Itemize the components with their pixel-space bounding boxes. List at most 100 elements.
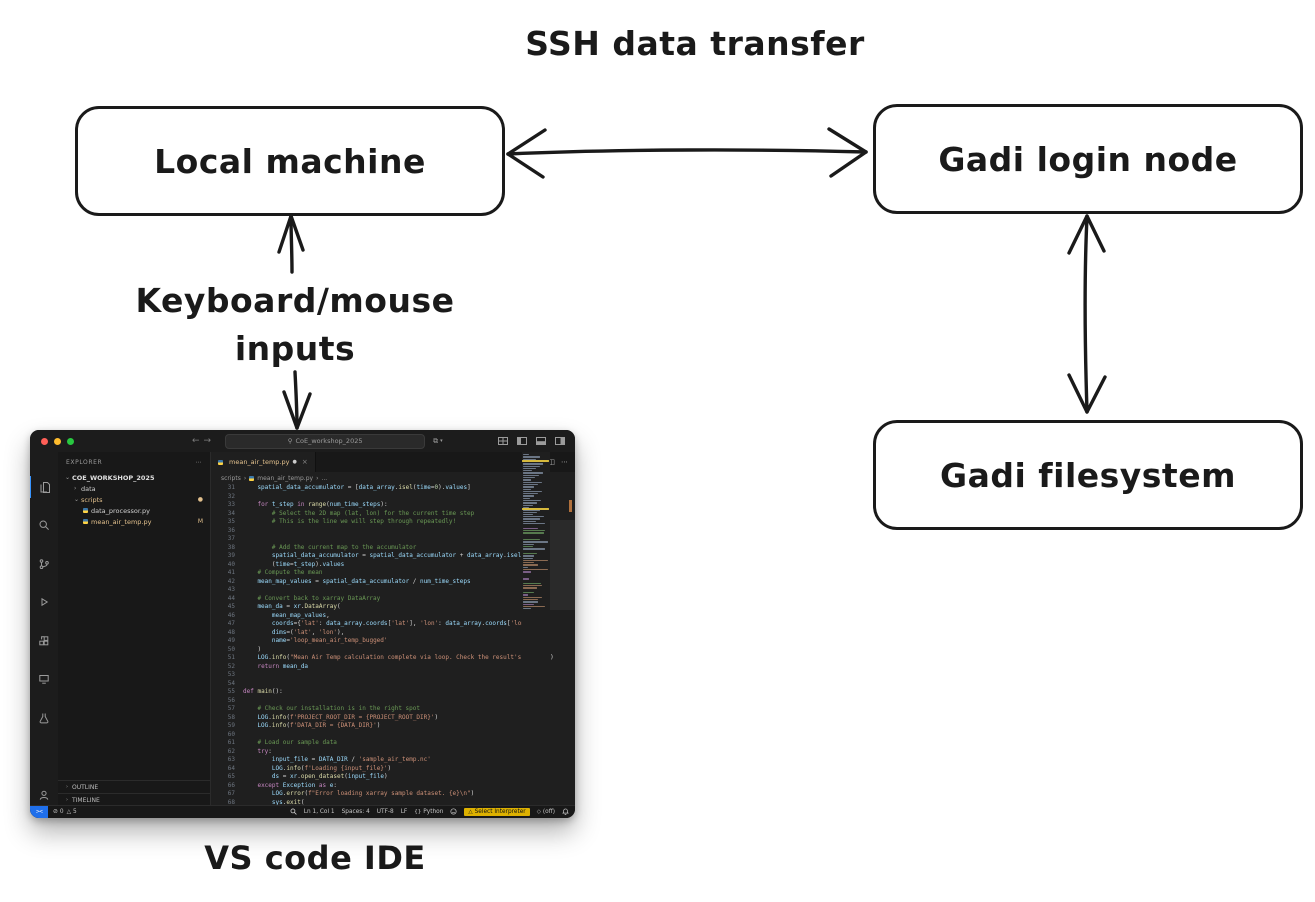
problems-errors[interactable]: ⊘ 0 [53,809,64,815]
python-file-icon [218,459,223,465]
remote-explorer-icon[interactable] [30,668,58,690]
tab-mean-air-temp[interactable]: mean_air_temp.py ● × [211,452,316,472]
editor-area[interactable]: mean_air_temp.py ● × ▷▾ ◫ ⋯ scripts›mean… [211,452,575,806]
status-bell[interactable] [562,808,569,817]
breadcrumb-separator: › [243,474,247,482]
code-line-61: 61 # Load our sample data [227,739,337,746]
tab-bar: mean_air_temp.py ● × ▷▾ ◫ ⋯ [211,452,575,472]
explorer-more-icon[interactable]: ⋯ [195,458,202,466]
code-line-42: 42 mean_map_values = spatial_data_accumu… [227,577,471,585]
problems-warnings[interactable]: △ 5 [66,809,77,815]
node-gadi-filesystem-label: Gadi filesystem [940,455,1236,495]
chevron-icon: › [74,485,77,492]
code-line-31: 31 spatial_data_accumulator = [data_arra… [227,484,471,491]
minimap[interactable] [522,452,575,806]
breadcrumb-item[interactable]: ... [321,474,328,482]
code-line-50: 50 ) [227,645,262,653]
code-line-32: 32 [227,492,235,500]
chevron-icon: ⌄ [74,496,80,503]
arrow-gadi [1083,215,1089,413]
tab-label: mean_air_temp.py [229,458,290,466]
zoom-window-icon[interactable] [67,437,74,445]
search-icon[interactable] [30,514,58,536]
layout-grid-icon[interactable] [497,435,509,447]
warning-icon: △ [66,809,72,815]
breadcrumb-separator: › [316,474,319,482]
code-line-63: 63 input_file = DATA_DIR / 'sample_air_t… [227,756,431,763]
chevron-icon: ⌄ [65,474,71,481]
run-debug-icon[interactable] [30,591,58,613]
copy-icon: ⧉ [433,436,439,445]
status-ln-1-col-1[interactable]: Ln 1, Col 1 [303,809,335,815]
forward-icon[interactable]: → [203,436,216,446]
code-line-51: 51 LOG.info("Mean Air Temp calculation c… [227,654,554,661]
vscode-caption: VS code IDE [204,839,426,877]
explorer-item-data[interactable]: ›data [74,484,96,493]
panel-outline[interactable]: ›OUTLINE [58,780,210,793]
code-line-66: 66 except Exception as e: [227,781,337,789]
back-icon[interactable]: ← [192,436,204,446]
code-line-56: 56 [227,696,235,704]
code-line-47: 47 coords={'lat': data_array.coords['lat… [227,620,540,627]
status-zoom[interactable] [290,808,297,817]
breadcrumb[interactable]: scripts›mean_air_temp.py›... [211,472,575,484]
code-line-60: 60 [227,730,235,738]
explorer-icon[interactable] [30,476,59,498]
split-editor-icon[interactable]: ◫ [548,458,555,466]
status-utf-8[interactable]: UTF-8 [376,809,394,815]
toggle-panel-icon[interactable] [535,435,547,447]
node-gadi-login: Gadi login node [873,104,1303,214]
node-gadi-filesystem: Gadi filesystem [873,420,1303,530]
extensions-icon[interactable] [30,630,58,652]
status-select-interpreter[interactable]: △Select Interpreter [464,808,530,816]
window-controls[interactable] [41,437,74,445]
minimap-slider[interactable] [550,520,575,610]
minimize-window-icon[interactable] [54,437,61,445]
code-line-34: 34 # Select the 2D map (lat, lon) for th… [227,509,475,517]
workspace-name: CoE_workshop_2025 [295,437,363,445]
code-line-59: 59 LOG.info(f'DATA_DIR = {DATA_DIR}') [227,722,381,729]
close-window-icon[interactable] [41,437,48,445]
status-python[interactable]: {}Python [414,809,444,815]
remote-indicator[interactable]: >< [30,806,48,818]
status--off-[interactable]: ◇(off) [536,809,555,815]
status-smiley[interactable] [450,807,457,817]
code-line-62: 62 try: [227,747,272,755]
code-line-45: 45 mean_da = xr.DataArray( [227,603,341,610]
overview-ruler-mark [569,500,572,512]
toggle-secondary-sidebar-icon[interactable] [554,435,566,447]
git-status-badge: ● [197,496,203,503]
layout-dropdown[interactable]: ⧉▾ [433,436,443,445]
status-spaces-4[interactable]: Spaces: 4 [341,809,370,815]
code-line-54: 54 [227,679,235,687]
panel-timeline[interactable]: ›TIMELINE [58,793,210,806]
explorer-item-data-processor-py[interactable]: data_processor.py [58,505,210,516]
explorer-item-coe-workshop-2025[interactable]: ⌄COE_WORKSHOP_2025 [65,473,155,482]
code-line-46: 46 mean_map_values, [227,611,330,619]
keyboard-label-line2: inputs [234,329,356,368]
source-control-icon[interactable] [30,553,58,575]
zoom-icon [290,808,297,817]
code-line-35: 35 # This is the line we will step throu… [227,518,457,525]
toggle-sidebar-icon[interactable] [516,435,528,447]
code-line-53: 53 [227,671,235,678]
code-editor[interactable]: 31 spatial_data_accumulator = [data_arra… [211,484,575,806]
close-tab-icon[interactable]: × [301,458,308,466]
account-icon[interactable] [30,784,58,806]
command-center-search[interactable]: ⚲ CoE_workshop_2025 [225,433,426,449]
arrow-keyboard-up [289,215,294,274]
dirty-indicator-icon: ● [292,459,297,465]
status-lf[interactable]: LF [400,809,408,815]
bell-icon [562,808,569,817]
code-line-67: 67 LOG.error(f"Error loading xarray samp… [227,790,475,797]
editor-more-icon[interactable]: ⋯ [561,458,568,466]
code-line-37: 37 [227,535,235,542]
breadcrumb-item[interactable]: scripts [221,474,241,482]
breadcrumb-item[interactable]: mean_air_temp.py [257,474,314,482]
explorer-item-scripts[interactable]: ⌄scripts● [74,495,203,504]
nav-history[interactable]: ←→ [192,436,215,446]
testing-icon[interactable] [30,707,58,729]
node-local-machine-label: Local machine [154,141,426,181]
